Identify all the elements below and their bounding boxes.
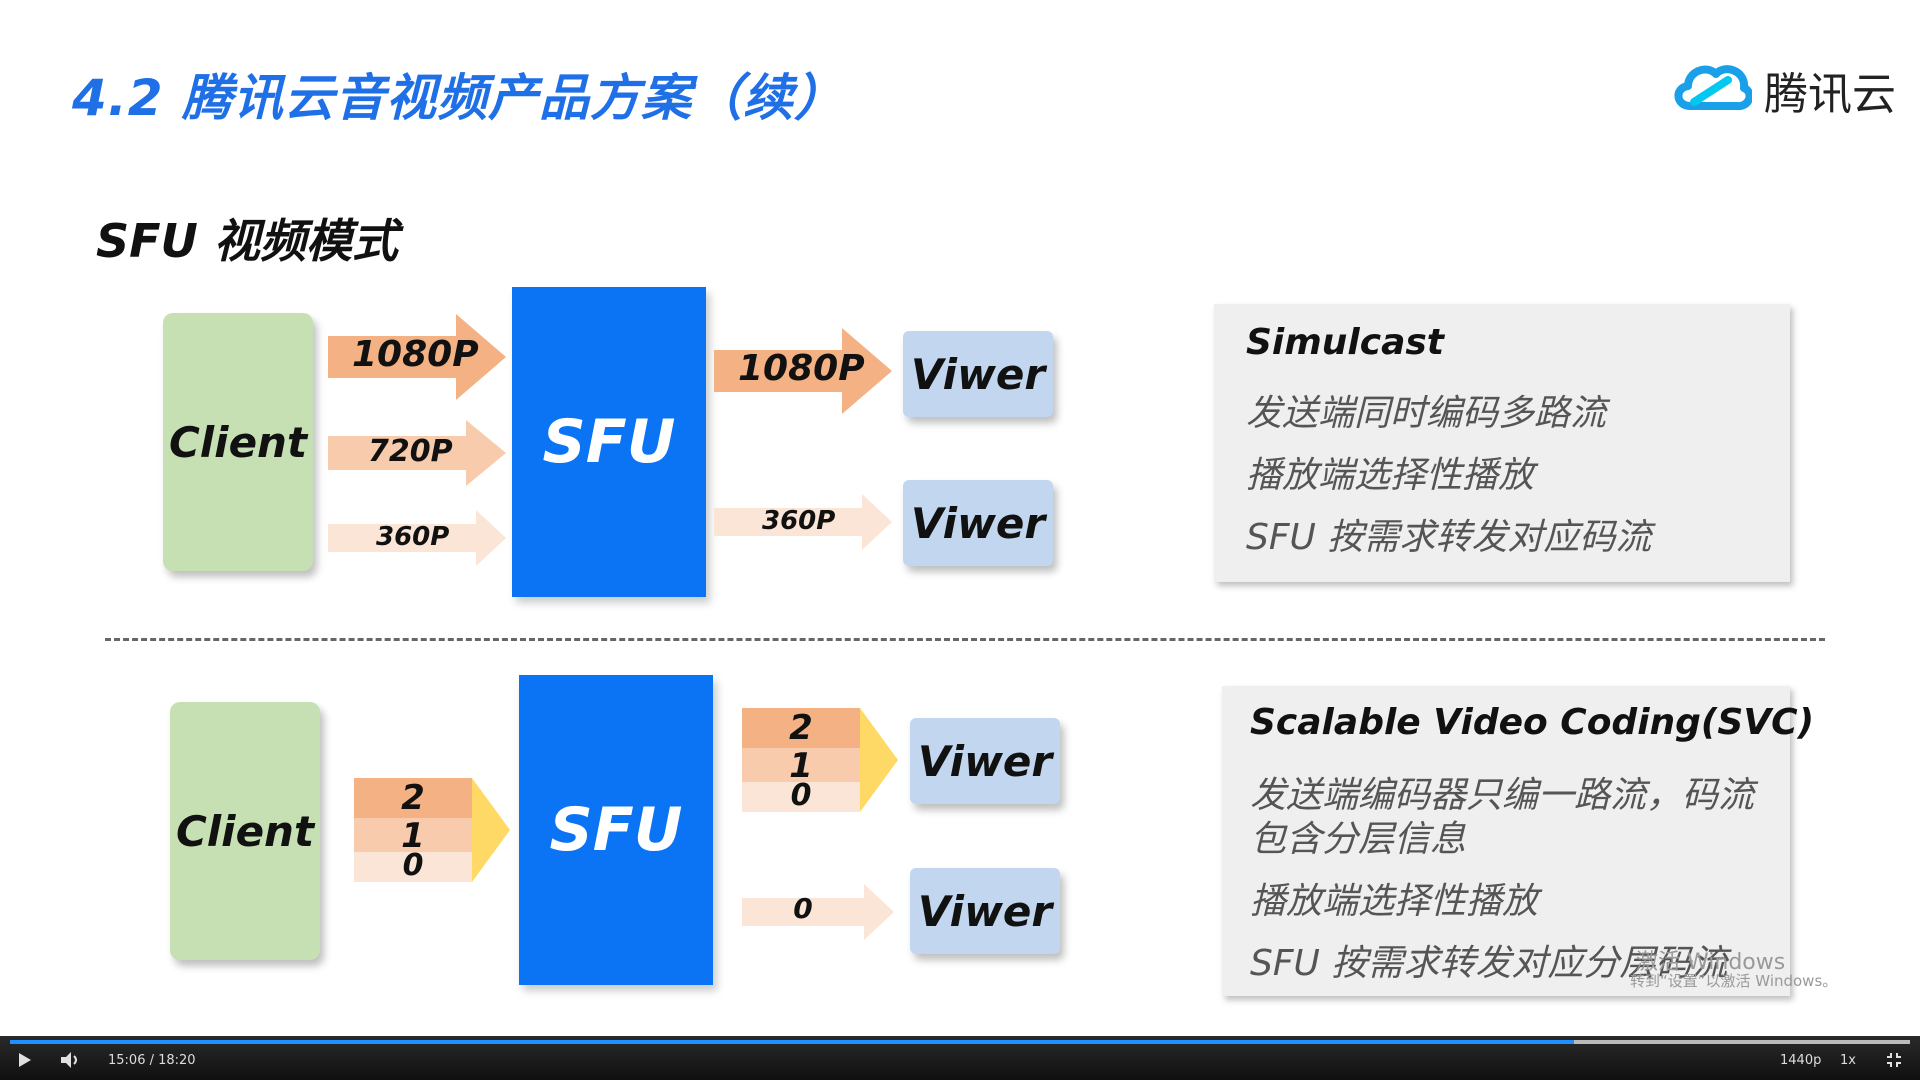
sfu-box: SFU [519, 675, 713, 985]
layer-label: 1 [789, 746, 813, 786]
layer-label: 0 [790, 778, 812, 813]
quality-selector[interactable]: 1440p [1780, 1053, 1822, 1068]
exit-fullscreen-icon [1887, 1053, 1901, 1067]
slide-title: 4.2 腾讯云音视频产品方案（续） [72, 69, 845, 127]
time-display: 15:06 / 18:20 [108, 1053, 196, 1068]
section-divider [105, 638, 1825, 641]
layer-label: 0 [793, 892, 813, 925]
volume-button[interactable] [60, 1051, 82, 1073]
info-line: 包含分层信息 [1250, 819, 1467, 860]
layer-label: 1 [401, 816, 425, 856]
info-line: 发送端同时编码多路流 [1246, 393, 1607, 434]
simulcast-info-box: Simulcast 发送端同时编码多路流 播放端选择性播放 SFU 按需求转发对… [1214, 304, 1790, 582]
stream-label: 1080P [352, 334, 479, 375]
cloud-icon [1674, 65, 1752, 111]
stream-label: 1080P [738, 348, 865, 389]
info-line: 播放端选择性播放 [1250, 881, 1539, 922]
info-line: 发送端编码器只编一路流，码流 [1250, 775, 1755, 816]
layered-stream-arrow-out: 2 1 0 [742, 708, 898, 814]
layer-label: 2 [789, 708, 813, 748]
logo-text: 腾讯云 [1764, 69, 1896, 120]
layer-label: 0 [402, 848, 424, 883]
info-line: 播放端选择性播放 [1246, 455, 1535, 496]
speed-selector[interactable]: 1x [1840, 1053, 1856, 1068]
client-box: Client [163, 313, 313, 571]
svc-info-box: Scalable Video Coding(SVC) 发送端编码器只编一路流，码… [1222, 686, 1814, 996]
viewer-box: Viwer [910, 868, 1060, 954]
viewer-box: Viwer [903, 331, 1053, 417]
sfu-box: SFU [512, 287, 706, 597]
layer-label: 2 [401, 778, 425, 818]
stream-label: 720P [368, 434, 453, 469]
activation-watermark-text: 转到“设置”以激活 Windows。 [1630, 972, 1838, 990]
activation-watermark-title: 激活 Windows [1636, 950, 1786, 975]
play-button[interactable] [18, 1052, 32, 1072]
stream-label: 360P [762, 506, 836, 536]
stream-arrow-360p-out: 360P [714, 494, 892, 550]
base-layer-arrow-out: 0 [742, 884, 894, 940]
play-icon [19, 1053, 31, 1067]
stream-arrow-720p-in: 720P [328, 420, 506, 486]
viewer-box: Viwer [903, 480, 1053, 566]
layered-stream-arrow-in: 2 1 0 [354, 778, 510, 884]
volume-icon [61, 1052, 77, 1068]
viewer-box: Viwer [910, 718, 1060, 804]
fullscreen-button[interactable] [1886, 1052, 1902, 1072]
stream-arrow-1080p-in: 1080P [328, 314, 506, 400]
info-line: SFU 按需求转发对应码流 [1246, 517, 1652, 558]
stream-label: 360P [376, 522, 450, 552]
info-line: SFU 按需求转发对应分层码流 [1250, 943, 1728, 984]
client-box: Client [170, 702, 320, 960]
stream-arrow-1080p-out: 1080P [714, 328, 892, 414]
info-heading: Scalable Video Coding(SVC) [1250, 702, 1815, 743]
stream-arrow-360p-in: 360P [328, 510, 506, 566]
tencent-cloud-logo: 腾讯云 [1672, 52, 1896, 122]
progress-fill [10, 1040, 1574, 1044]
section-title: SFU 视频模式 [96, 214, 398, 268]
info-heading: Simulcast [1246, 322, 1445, 363]
